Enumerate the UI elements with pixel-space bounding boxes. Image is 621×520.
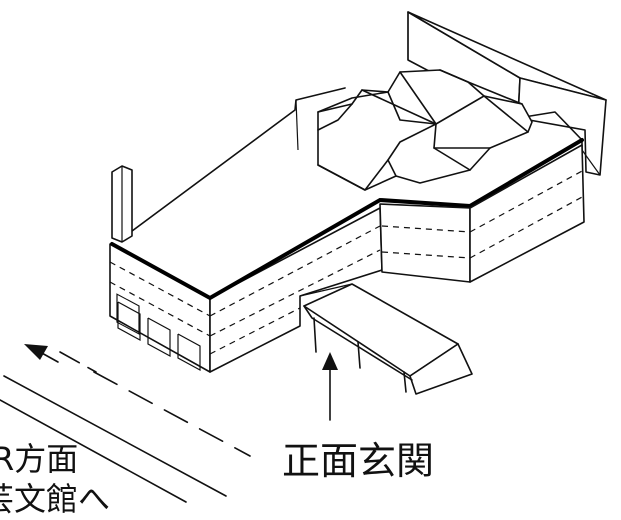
building-illustration: [109, 11, 607, 395]
entrance-label: 正面玄関: [282, 439, 434, 483]
roof-edge: [110, 138, 584, 301]
right-wing: [379, 144, 601, 283]
direction-label-line1: R方面: [0, 440, 78, 478]
left-up-arrow-icon: [24, 344, 59, 363]
skylight-roof: [317, 69, 533, 191]
up-arrow-icon: [322, 352, 338, 421]
road: [0, 351, 251, 503]
chimney: [111, 165, 133, 243]
entrance-canopy: [299, 283, 473, 395]
direction-label-line2: 芸文館へ: [0, 480, 110, 515]
